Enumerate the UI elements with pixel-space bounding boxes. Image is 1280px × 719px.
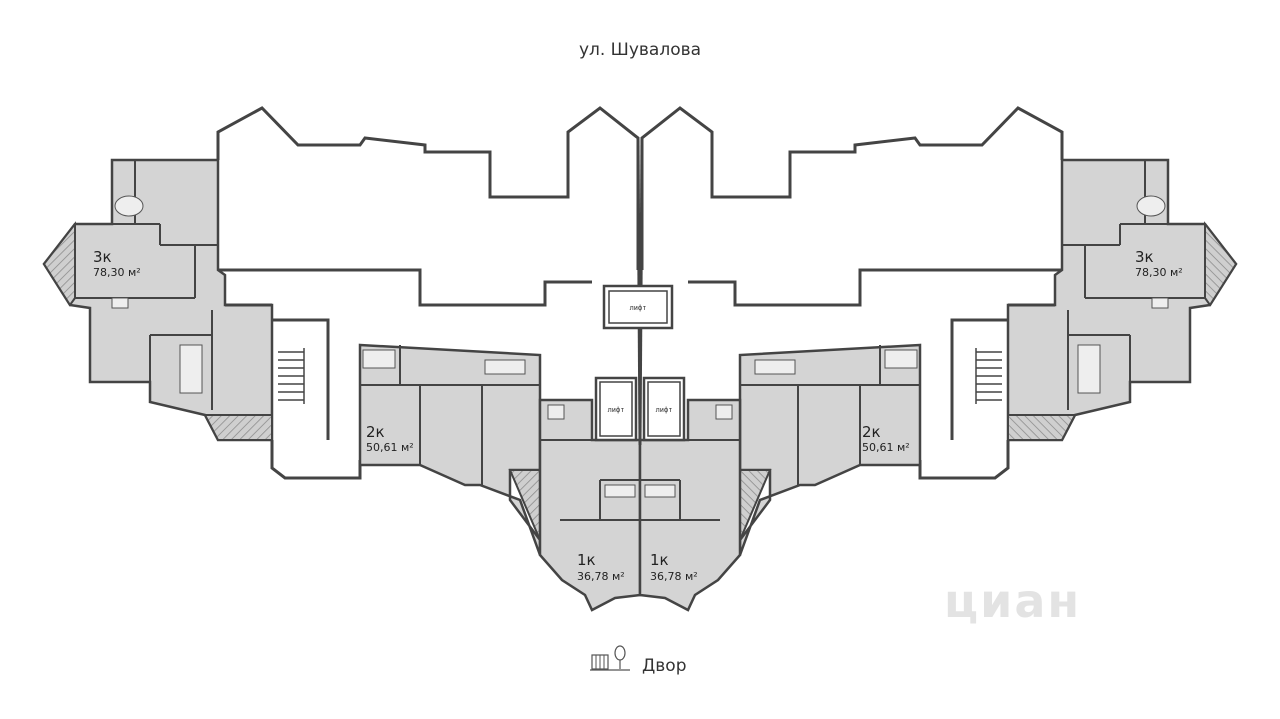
yard-label: Двор bbox=[642, 656, 687, 676]
apt-label-rooms-4: 1к bbox=[650, 551, 669, 569]
apt-label-area-1: 78,30 м² bbox=[93, 266, 141, 279]
watermark: циан bbox=[944, 574, 1082, 628]
apt-label-area-5: 50,61 м² bbox=[862, 441, 910, 454]
apt-label-area-4: 36,78 м² bbox=[650, 570, 698, 583]
elevator-top bbox=[602, 284, 674, 330]
elevator-top-label: лифт bbox=[630, 304, 647, 312]
apt-label-rooms-1: 3к bbox=[93, 248, 112, 266]
apt-label-area-6: 78,30 м² bbox=[1135, 266, 1183, 279]
playground-icon bbox=[590, 645, 630, 671]
elevator-right-label: лифт bbox=[656, 406, 673, 414]
apt-label-rooms-6: 3к bbox=[1135, 248, 1154, 266]
apt-label-area-2: 50,61 м² bbox=[366, 441, 414, 454]
elevator-left-label: лифт bbox=[608, 406, 625, 414]
elevator-left bbox=[594, 376, 638, 442]
street-label: ул. Шувалова bbox=[578, 40, 702, 60]
apt-label-rooms-5: 2к bbox=[862, 423, 881, 441]
apt-label-rooms-3: 1к bbox=[577, 551, 596, 569]
apt-label-rooms-2: 2к bbox=[366, 423, 385, 441]
elevator-right bbox=[642, 376, 686, 442]
apt-label-area-3: 36,78 м² bbox=[577, 570, 625, 583]
